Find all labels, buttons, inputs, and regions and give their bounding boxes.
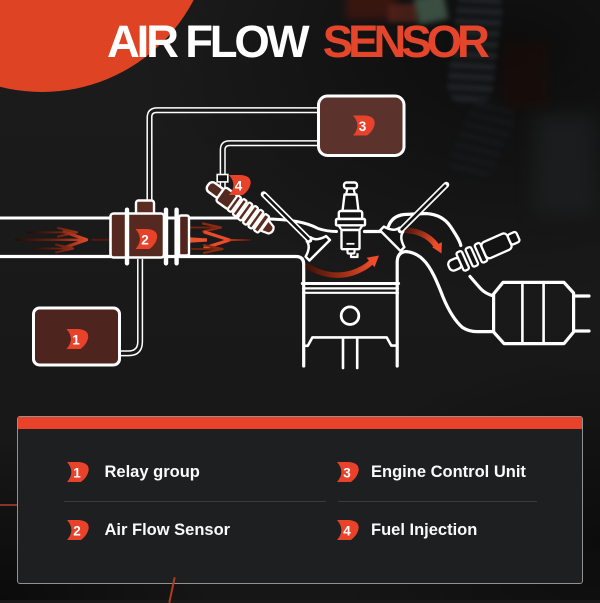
svg-text:3: 3 bbox=[343, 466, 351, 481]
svg-text:4: 4 bbox=[235, 179, 243, 194]
svg-text:Engine Control Unit: Engine Control Unit bbox=[371, 463, 526, 481]
svg-text:4: 4 bbox=[343, 524, 351, 539]
svg-text:1: 1 bbox=[73, 466, 81, 481]
svg-text:Air Flow Sensor: Air Flow Sensor bbox=[105, 521, 231, 539]
svg-text:Relay group: Relay group bbox=[105, 463, 200, 481]
svg-text:2: 2 bbox=[73, 524, 81, 539]
svg-text:2: 2 bbox=[141, 233, 149, 248]
svg-text:Fuel Injection: Fuel Injection bbox=[371, 521, 477, 539]
svg-text:3: 3 bbox=[359, 119, 367, 134]
svg-text:1: 1 bbox=[72, 333, 80, 348]
